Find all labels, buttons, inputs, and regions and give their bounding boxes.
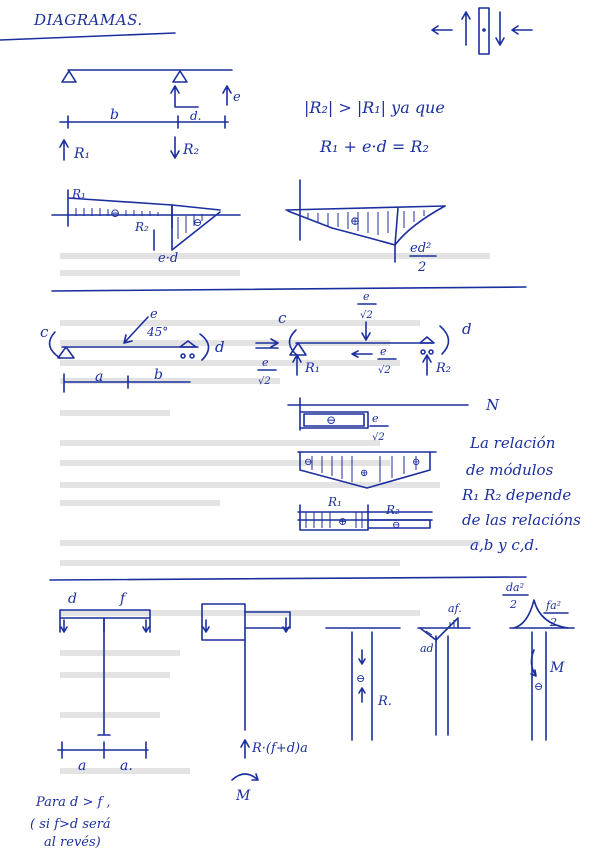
shear1-minus-2: ⊖ [193, 216, 202, 229]
note3-line1: Para d > f , [35, 795, 111, 810]
shear2-R2: R₂ [385, 503, 400, 517]
note2-line3: R₁ R₂ depende [461, 486, 571, 504]
note2-line4: de las relacións [462, 511, 581, 529]
m2-minus-r: ⊖ [412, 457, 420, 468]
note3-line2: ( si f>d será [30, 817, 111, 832]
moment-diagram-2: ⊖ ⊕ ⊖ [297, 451, 437, 489]
col1-af: af. [448, 602, 462, 615]
reaction-R1: R₁ [73, 146, 90, 162]
reaction-R2: R₂ [182, 142, 200, 158]
shear-diagram-2: R₁ R₂ ⊕ ⊖ [297, 495, 433, 531]
column-minus: ⊖ [356, 672, 365, 685]
note2-line2: de módulos [466, 461, 554, 479]
fbd-mid-den: √2 [378, 365, 391, 376]
normal-e-den: √2 [372, 432, 385, 443]
fbd-vert-num: e [363, 290, 370, 303]
section-divider-1 [51, 286, 527, 292]
dim-b: b [110, 107, 119, 123]
shear1-minus: ⊖ [110, 206, 120, 220]
note-reaction-compare: |R₂| > |R₁| ya que [304, 98, 445, 117]
fbd-vert-den: √2 [360, 310, 373, 321]
col2-fa2-num: fa² [545, 599, 561, 612]
frame2-M: M [235, 788, 251, 804]
normal-minus: ⊖ [326, 413, 336, 427]
moment1-plus: ⊕ [350, 214, 360, 228]
beam-angled-load: e 45° c d a b [40, 307, 225, 393]
beam-overhang-diagram: e b d. R₁ R₂ [59, 69, 241, 162]
frame1-d: d [68, 591, 77, 607]
t-frame-2: R·(f+d)a M [201, 603, 308, 804]
column-R: R. [377, 694, 392, 709]
frame1-a1: a [78, 758, 86, 774]
m2-minus-l: ⊖ [304, 457, 312, 468]
dim-d: d. [190, 109, 202, 123]
fbd-R2: R₂ [435, 361, 451, 376]
column-moment-2: da² 2 fa² 2 ⊖ M [502, 581, 575, 741]
col2-M: M [549, 660, 565, 676]
page-heading: DIAGRAMAS. [33, 11, 143, 29]
shear1-ed: e·d [158, 251, 178, 266]
shear2-plus: ⊕ [338, 515, 347, 528]
free-body-diagram-2: e √2 c d e √2 R₁ e √2 R₂ [255, 290, 472, 387]
note2-line1: La relación [469, 434, 555, 452]
shear2-minus: ⊖ [392, 520, 400, 531]
moment1-ed2-num: ed² [410, 241, 431, 256]
moment-c: c [40, 323, 49, 341]
note2-line5: a,b y c,d. [470, 536, 539, 554]
t-frame-1: d f a a. [57, 591, 151, 774]
frame1-f: f [119, 591, 128, 607]
fbd-mid-num: e [380, 345, 387, 358]
fbd-left-den: √2 [258, 376, 271, 387]
fbd-d: d [462, 320, 472, 338]
note-reaction-sum: R₁ + e·d = R₂ [319, 137, 429, 156]
bleed-through-text [60, 253, 490, 774]
m2-plus: ⊕ [360, 468, 368, 479]
fbd-R1: R₁ [304, 361, 320, 376]
note-section3: Para d > f , ( si f>d será al revés) [30, 795, 111, 848]
shear1-R2: R₂ [134, 220, 149, 234]
column-axial: ⊖ R. [325, 627, 401, 741]
col2-da2-den: 2 [509, 598, 517, 611]
moment1-ed2-den: 2 [417, 260, 426, 275]
heading-underline [0, 32, 176, 41]
load2-e: e [150, 307, 158, 322]
moment-d: d [215, 338, 225, 356]
note3-line3: al revés) [44, 835, 101, 848]
normal-force-diagram: ⊖ e √2 N [287, 396, 500, 443]
moment-diagram-1: ⊕ ed² 2 [285, 179, 446, 275]
col2-minus: ⊖ [534, 680, 543, 693]
dim-a: a [95, 369, 103, 385]
frame2-R-eq: R·(f+d)a [251, 741, 308, 756]
load-label-e: e [233, 90, 241, 105]
normal-N: N [485, 396, 500, 414]
col1-ad: ad [420, 642, 434, 655]
load2-angle: 45° [146, 325, 168, 339]
note-section2: La relación de módulos R₁ R₂ depende de … [461, 434, 581, 554]
frame1-a2: a. [120, 758, 133, 774]
col2-fa2-den: 2 [549, 616, 557, 629]
shear2-R1: R₁ [327, 495, 342, 509]
normal-e-num: e [372, 412, 379, 425]
fbd-left-num: e [262, 356, 269, 369]
fbd-c: c [278, 309, 287, 327]
shear-diagram-1: R₁ R₂ ⊖ ⊖ e·d [51, 187, 241, 266]
col2-da2-num: da² [506, 581, 524, 594]
shear1-R1: R₁ [71, 187, 86, 201]
section-divider-2 [49, 576, 527, 581]
column-moment-1: af. ad [417, 602, 471, 736]
sign-convention [431, 7, 533, 55]
dim-b2: b [154, 367, 163, 383]
